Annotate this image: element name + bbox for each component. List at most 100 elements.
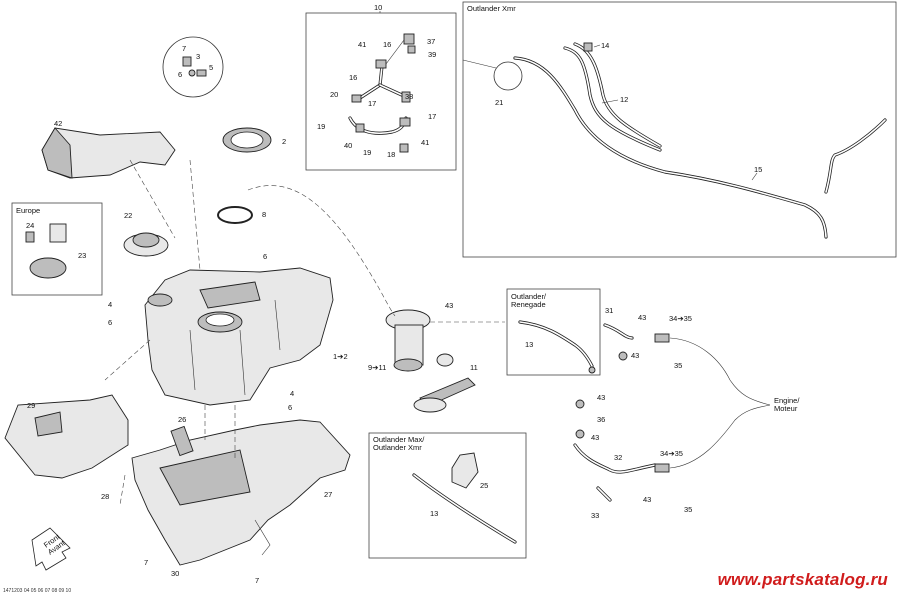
callout-20: 20 [330, 90, 338, 99]
watermark: www.partskatalog.ru [717, 570, 888, 589]
hose-13-renegade [518, 320, 594, 368]
callout-25: 25 [480, 481, 488, 490]
hose-15 [513, 56, 887, 239]
callout-18: 18 [387, 150, 395, 159]
callout-28: 28 [101, 492, 109, 501]
box-max-title-1: Outlander Max/ [373, 435, 425, 444]
europe-cap-23 [25, 223, 67, 279]
callout-29: 29 [27, 401, 35, 410]
box-outlander-xmr [462, 1, 897, 258]
callout-43a: 43 [445, 301, 453, 310]
engine-label-1: Engine/ [774, 396, 800, 405]
callout-5: 5 [209, 63, 213, 72]
gasket-8 [217, 206, 253, 224]
callout-34-35a: 34➔35 [669, 314, 692, 323]
callout-7a: 7 [182, 44, 186, 53]
callout-13a: 13 [525, 340, 533, 349]
bolt-detail [182, 56, 207, 77]
callout-4a: 4 [108, 300, 112, 309]
callout-42: 42 [54, 119, 62, 128]
box-europe [11, 202, 103, 296]
pump-base [413, 397, 447, 413]
hose-12 [563, 42, 662, 152]
callout-41a: 41 [358, 40, 366, 49]
callout-37: 37 [427, 37, 435, 46]
callout-17a: 17 [368, 99, 376, 108]
callout-1-2: 1➔2 [333, 352, 348, 361]
callout-22: 22 [124, 211, 132, 220]
callout-12: 12 [620, 95, 628, 104]
fuel-tank [144, 267, 334, 406]
engine-label-2: Moteur [774, 404, 798, 413]
callout-32: 32 [614, 453, 622, 462]
box-outlander-xmr-title: Outlander Xmr [467, 4, 516, 13]
detail-circle-bolt [162, 36, 224, 98]
spacer-26 [170, 425, 194, 457]
box-renegade-title-2: Renegade [511, 300, 546, 309]
callout-26: 26 [178, 415, 186, 424]
vent-assembly [348, 33, 416, 153]
callout-13b: 13 [430, 509, 438, 518]
callout-38: 38 [405, 92, 413, 101]
callout-43d: 43 [597, 393, 605, 402]
box-renegade-title-1: Outlander/ [511, 292, 547, 301]
callout-27: 27 [324, 490, 332, 499]
fuel-line-right [573, 323, 771, 502]
callout-30: 30 [171, 569, 179, 578]
box-outlander-renegade [506, 288, 601, 376]
callout-19b: 19 [363, 148, 371, 157]
bracket-25 [451, 452, 479, 489]
shield-29 [4, 394, 129, 479]
callout-19a: 19 [317, 122, 325, 131]
callout-35b: 35 [684, 505, 692, 514]
heat-shield-42 [41, 127, 176, 179]
callout-16b: 16 [349, 73, 357, 82]
front-arrow-icon: Front Avant [31, 527, 71, 571]
callout-35a: 35 [674, 361, 682, 370]
callout-2: 2 [282, 137, 286, 146]
callout-7b: 7 [144, 558, 148, 567]
callout-43f: 43 [643, 495, 651, 504]
callout-43b: 43 [638, 313, 646, 322]
callout-17b: 17 [428, 112, 436, 121]
callout-33: 33 [591, 511, 599, 520]
callout-34-35b: 34➔35 [660, 449, 683, 458]
callout-16a: 16 [383, 40, 391, 49]
callout-36: 36 [597, 415, 605, 424]
callout-15: 15 [754, 165, 762, 174]
fuel-pump [385, 309, 454, 372]
callout-11: 11 [470, 363, 478, 372]
box-fuel-vent [305, 12, 457, 171]
callout-31: 31 [605, 306, 613, 315]
callout-6c: 6 [108, 318, 112, 327]
ring-2 [222, 127, 272, 153]
callout-10: 10 [374, 3, 382, 12]
detail-circle-vent [493, 61, 523, 91]
callout-39: 39 [428, 50, 436, 59]
callout-43e: 43 [591, 433, 599, 442]
drawing-reference: 1471203 04 05 06 07 08 09 10 [3, 588, 72, 594]
callout-23: 23 [78, 251, 86, 260]
hose-13-max [412, 473, 517, 544]
support-27 [131, 419, 351, 566]
callout-21: 21 [495, 98, 503, 107]
callout-6a: 6 [178, 70, 182, 79]
callout-4b: 4 [290, 389, 294, 398]
callout-43c: 43 [631, 351, 639, 360]
box-outlander-max [368, 432, 527, 559]
callout-41b: 41 [421, 138, 429, 147]
callout-8: 8 [262, 210, 266, 219]
callout-3: 3 [196, 52, 200, 61]
callout-14: 14 [601, 41, 609, 50]
callout-24: 24 [26, 221, 34, 230]
clip-14 [583, 42, 593, 52]
callout-6b: 6 [263, 252, 267, 261]
callout-40: 40 [344, 141, 352, 150]
callout-6d: 6 [288, 403, 292, 412]
box-europe-title: Europe [16, 206, 40, 215]
gas-cap-22 [123, 232, 169, 257]
callout-9-11: 9➔11 [368, 363, 386, 372]
box-max-title-2: Outlander Xmr [373, 443, 422, 452]
callout-7c: 7 [255, 576, 259, 585]
